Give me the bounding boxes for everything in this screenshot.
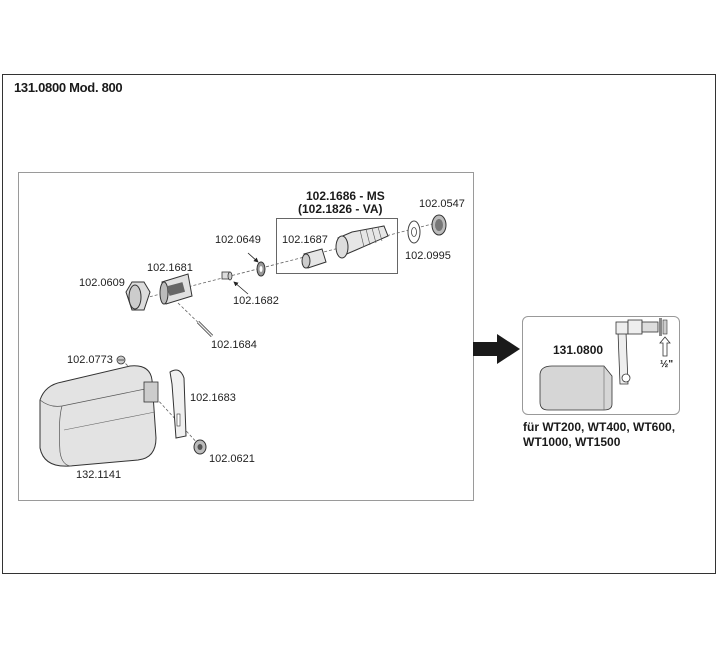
assembled-float-valve — [539, 318, 668, 411]
part-102-1683-arm — [169, 369, 187, 439]
part-label: 102.0649 — [215, 234, 261, 246]
assembly-label-line2: (102.1826 - VA) — [298, 202, 383, 216]
part-102-1684-pin — [196, 320, 214, 338]
outer-frame — [2, 74, 716, 574]
part-label: 102.1681 — [147, 262, 193, 274]
part-102-1687-insert — [301, 248, 327, 269]
part-label: 102.0547 — [419, 198, 465, 210]
part-102-0773-screw — [116, 355, 126, 365]
arrow-up-icon — [659, 336, 671, 357]
part-label: 102.0995 — [405, 250, 451, 262]
part-label: 132.1141 — [76, 469, 122, 481]
assembly-subgroup-box — [276, 218, 398, 274]
thread-size-label: ½" — [660, 359, 674, 370]
part-102-0609-capnut — [125, 281, 151, 311]
arrow-right-icon — [473, 334, 520, 364]
part-102-0621-roller — [193, 439, 207, 455]
part-label: 102.0621 — [209, 453, 255, 465]
assembly-label-line1: 102.1686 - MS — [306, 189, 385, 203]
part-102-0649-seal — [256, 261, 266, 277]
page-title: 131.0800 Mod. 800 — [14, 80, 123, 95]
assembled-view-panel — [522, 316, 680, 415]
part-102-0547-nut — [431, 214, 447, 236]
compatibility-line1: für WT200, WT400, WT600, — [523, 420, 676, 434]
part-label: 102.1682 — [233, 295, 279, 307]
exploded-view-panel — [18, 172, 474, 501]
part-label: 102.1684 — [211, 339, 257, 351]
part-label: 102.0773 — [67, 354, 113, 366]
assembly-axis-line — [144, 221, 441, 299]
compatibility-line2: WT1000, WT1500 — [523, 435, 621, 449]
assembled-part-number: 131.0800 — [553, 343, 604, 357]
part-label: 102.1683 — [190, 392, 236, 404]
part-102-1681-housing — [159, 273, 193, 305]
part-label: 102.0609 — [79, 277, 125, 289]
part-label: 102.1687 — [282, 234, 328, 246]
part-102-1682-piston — [221, 271, 233, 281]
part-102-1686-body — [335, 225, 389, 259]
part-132-1141-float — [39, 365, 159, 467]
part-102-0995-washer — [407, 220, 421, 244]
